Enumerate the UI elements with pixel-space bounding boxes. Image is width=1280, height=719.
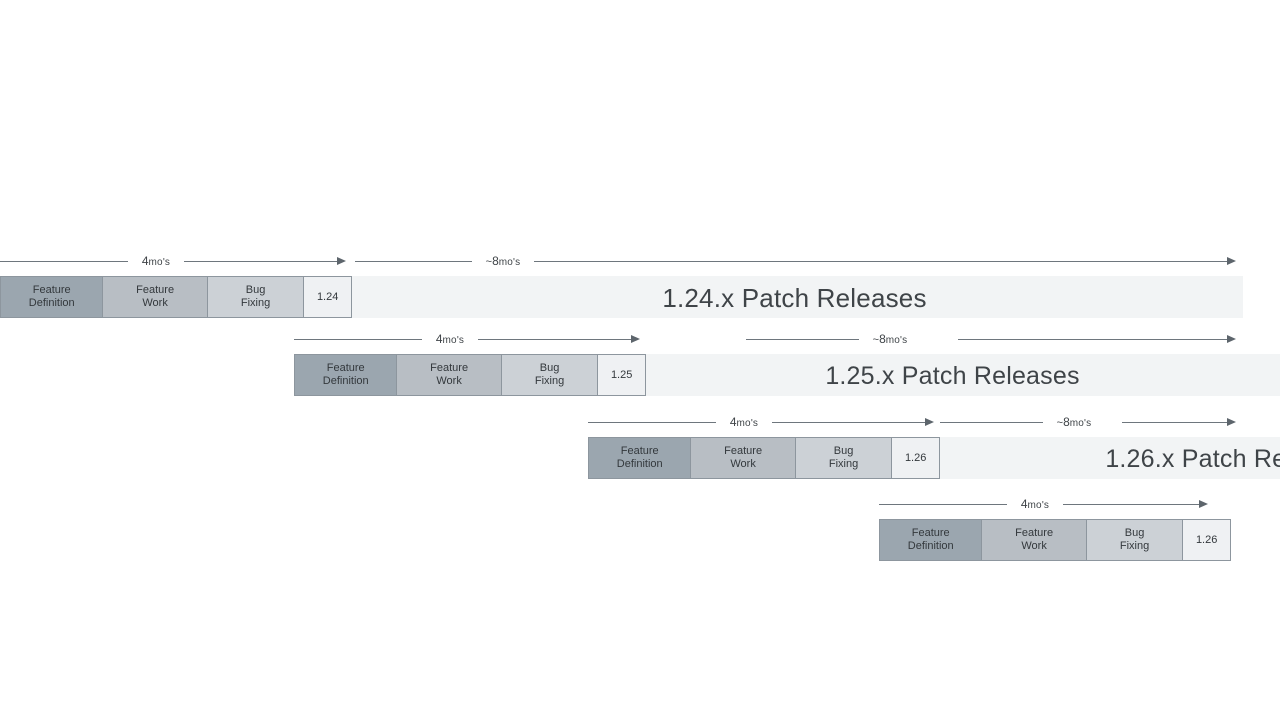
phase-boxes-1-26: Feature Definition Feature Work Bug Fixi… xyxy=(588,437,940,479)
phase-feature-work: Feature Work xyxy=(982,520,1087,560)
phase-version-1-25: 1.25 xyxy=(598,355,646,395)
patch-release-label-1-24: 1.24.x Patch Releases xyxy=(662,283,927,313)
dev-duration-arrow-1-25: 4mo's xyxy=(294,331,642,349)
phase-bug-fixing: Bug Fixing xyxy=(795,438,893,478)
dev-duration-label-1-25: 4mo's xyxy=(435,332,465,346)
phase-bug-fixing: Bug Fixing xyxy=(501,355,599,395)
phase-version-next: 1.26 xyxy=(1183,520,1231,560)
patch-duration-label-1-26: ~8mo's xyxy=(1056,415,1092,429)
patch-release-label-1-25: 1.25.x Patch Releases xyxy=(825,362,1080,390)
phase-bug-fixing: Bug Fixing xyxy=(207,277,305,317)
dev-duration-arrow-1-24: 4mo's xyxy=(0,253,348,271)
dev-duration-label-1-26: 4mo's xyxy=(729,415,759,429)
patch-duration-arrow-1-24: ~8mo's xyxy=(355,253,1240,271)
phase-bug-fixing: Bug Fixing xyxy=(1086,520,1184,560)
phase-boxes-next: Feature Definition Feature Work Bug Fixi… xyxy=(879,519,1231,561)
phase-version-1-26: 1.26 xyxy=(892,438,940,478)
dev-duration-label-next: 4mo's xyxy=(1020,497,1050,511)
patch-duration-label-1-25: ~8mo's xyxy=(872,332,908,346)
phase-feature-definition: Feature Definition xyxy=(880,520,983,560)
phase-version-1-24: 1.24 xyxy=(304,277,352,317)
phase-feature-definition: Feature Definition xyxy=(295,355,398,395)
dev-duration-arrow-next: 4mo's xyxy=(879,496,1211,514)
phase-feature-definition: Feature Definition xyxy=(589,438,692,478)
phase-feature-work: Feature Work xyxy=(691,438,796,478)
phase-feature-work: Feature Work xyxy=(103,277,208,317)
dev-duration-arrow-1-26: 4mo's xyxy=(588,414,936,432)
phase-feature-definition: Feature Definition xyxy=(1,277,104,317)
phase-boxes-1-24: Feature Definition Feature Work Bug Fixi… xyxy=(0,276,352,318)
dev-duration-label-1-24: 4mo's xyxy=(141,254,171,268)
patch-release-label-1-26: 1.26.x Patch Releases xyxy=(1105,445,1280,473)
patch-duration-label-1-24: ~8mo's xyxy=(485,254,521,268)
patch-duration-arrow-1-26: ~8mo's xyxy=(940,414,1240,432)
patch-duration-arrow-1-25: ~8mo's xyxy=(746,331,1240,349)
phase-feature-work: Feature Work xyxy=(397,355,502,395)
phase-boxes-1-25: Feature Definition Feature Work Bug Fixi… xyxy=(294,354,646,396)
